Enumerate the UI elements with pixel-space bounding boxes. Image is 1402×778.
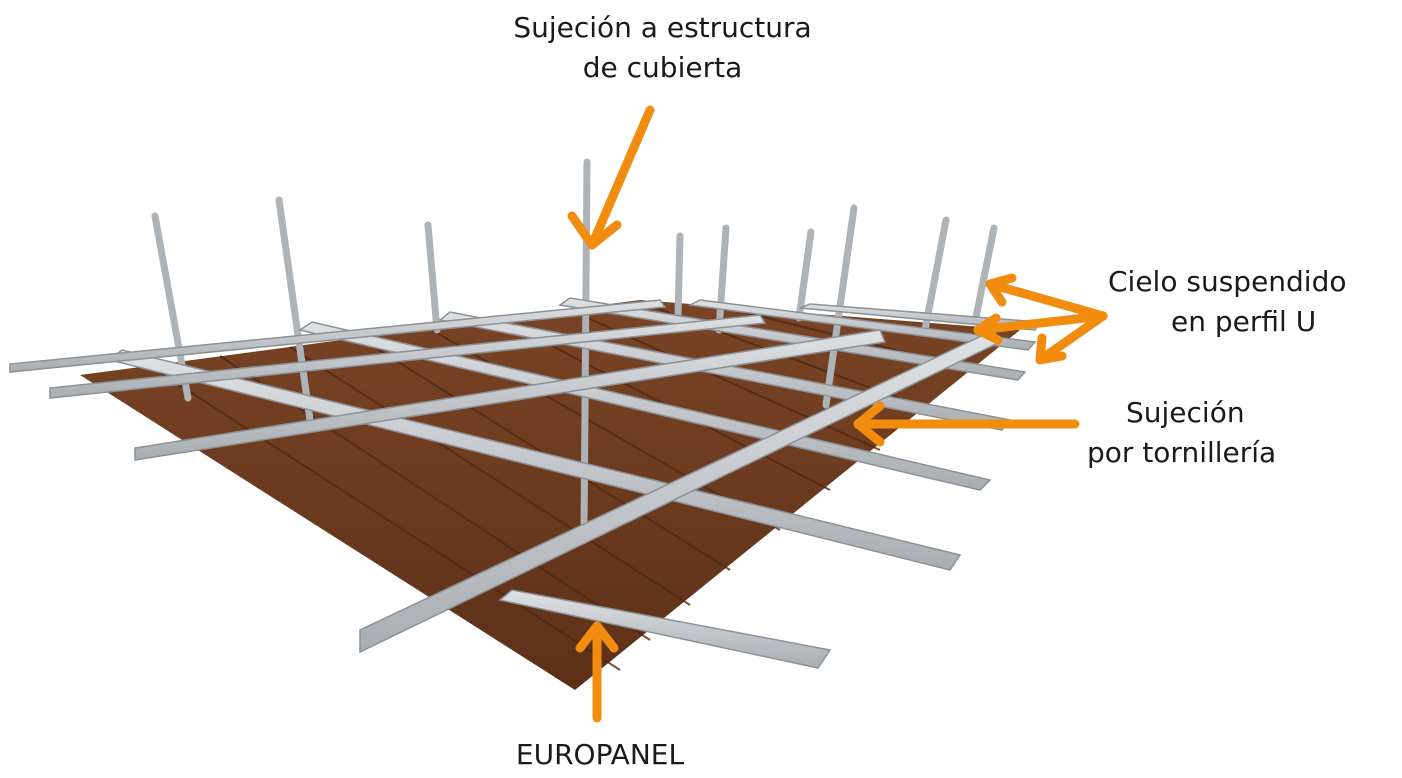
arrow-suspended-ceiling-2 [973, 311, 1108, 345]
label-europanel: EUROPANEL [515, 738, 685, 771]
label-roof-attachment-line2: de cubierta [582, 51, 743, 84]
callout-arrows [567, 105, 1108, 723]
arrow-roof-attachment [567, 105, 655, 250]
secondary-u-profiles [9, 299, 1002, 654]
europanel-roof-panel [80, 300, 1020, 690]
label-suspended-ceiling-line1: Cielo suspendido [1108, 265, 1347, 298]
arrow-suspended-ceiling-3 [1035, 311, 1108, 365]
label-suspended-ceiling: Cielo suspendido en perfil U [1098, 262, 1398, 342]
arrow-europanel [575, 621, 619, 723]
label-roof-attachment: Sujeción a estructura de cubierta [440, 8, 885, 88]
arrow-screw-fixing [853, 401, 1080, 447]
label-roof-attachment-line1: Sujeción a estructura [513, 11, 812, 44]
label-suspended-ceiling-line2: en perfil U [1171, 305, 1317, 338]
arrow-suspended-ceiling-1 [985, 273, 1108, 321]
label-screw-fixing-line2: por tornillería [1087, 436, 1277, 469]
label-screw-fixing: Sujeción por tornillería [1078, 393, 1398, 473]
label-screw-fixing-line1: Sujeción [1126, 396, 1245, 429]
